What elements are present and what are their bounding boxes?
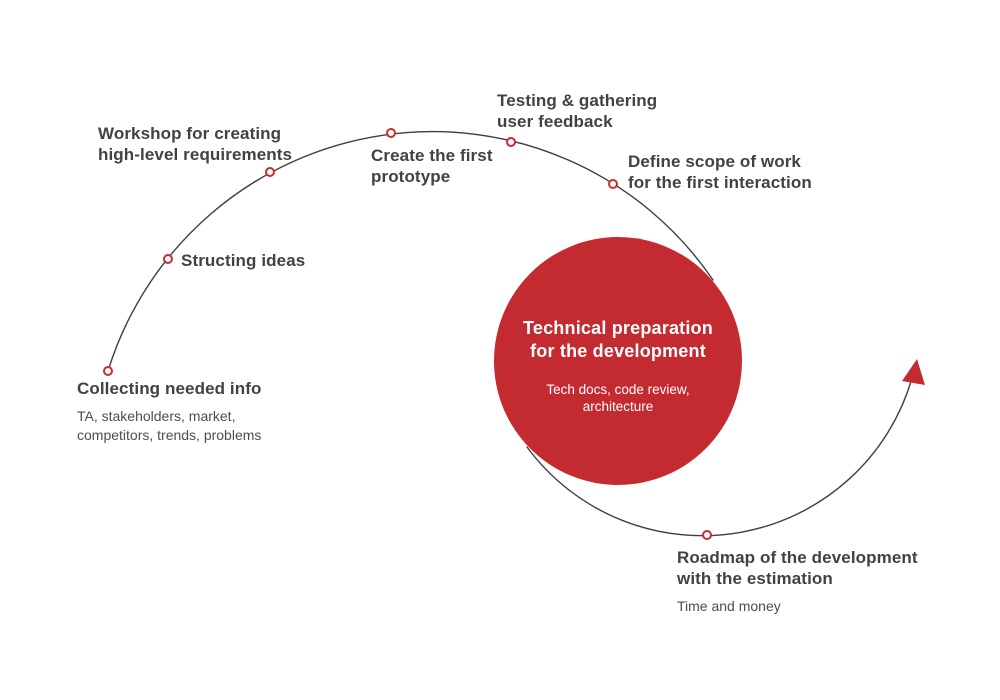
step-title: Testing & gathering user feedback xyxy=(497,91,658,131)
step-marker-workshop xyxy=(265,167,275,177)
technical-preparation-bubble xyxy=(494,237,742,485)
step-label-roadmap: Roadmap of the development with the esti… xyxy=(677,547,918,616)
step-marker-testing-feedback xyxy=(506,137,516,147)
step-label-create-prototype: Create the first prototype xyxy=(371,145,493,187)
step-title: Workshop for creating high-level require… xyxy=(98,124,293,164)
step-title: Structing ideas xyxy=(181,251,306,270)
step-title: Collecting needed info xyxy=(77,379,262,398)
step-marker-define-scope xyxy=(608,179,618,189)
step-marker-structing-ideas xyxy=(163,254,173,264)
step-label-define-scope: Define scope of work for the first inter… xyxy=(628,151,812,193)
step-marker-roadmap xyxy=(702,530,712,540)
flow-arc-bottom xyxy=(526,377,913,537)
step-label-testing-feedback: Testing & gathering user feedback xyxy=(497,90,657,132)
step-label-collecting-info: Collecting needed info TA, stakeholders,… xyxy=(77,378,262,445)
flow-arc-rising xyxy=(107,130,714,372)
step-title: Create the first prototype xyxy=(371,146,493,186)
step-marker-create-prototype xyxy=(386,128,396,138)
step-subtitle: TA, stakeholders, market, competitors, t… xyxy=(77,408,262,443)
step-label-workshop: Workshop for creating high-level require… xyxy=(98,123,292,165)
step-title: Roadmap of the development with the esti… xyxy=(677,548,918,588)
step-subtitle: Time and money xyxy=(677,598,781,614)
bubble-subtitle: Tech docs, code review, architecture xyxy=(546,382,690,414)
step-label-structing-ideas: Structing ideas xyxy=(181,250,305,271)
flow-arrow-icon xyxy=(902,359,925,385)
step-title: Define scope of work for the first inter… xyxy=(628,152,812,192)
bubble-title: Technical preparation for the developmen… xyxy=(523,318,713,361)
step-marker-collecting-info xyxy=(103,366,113,376)
